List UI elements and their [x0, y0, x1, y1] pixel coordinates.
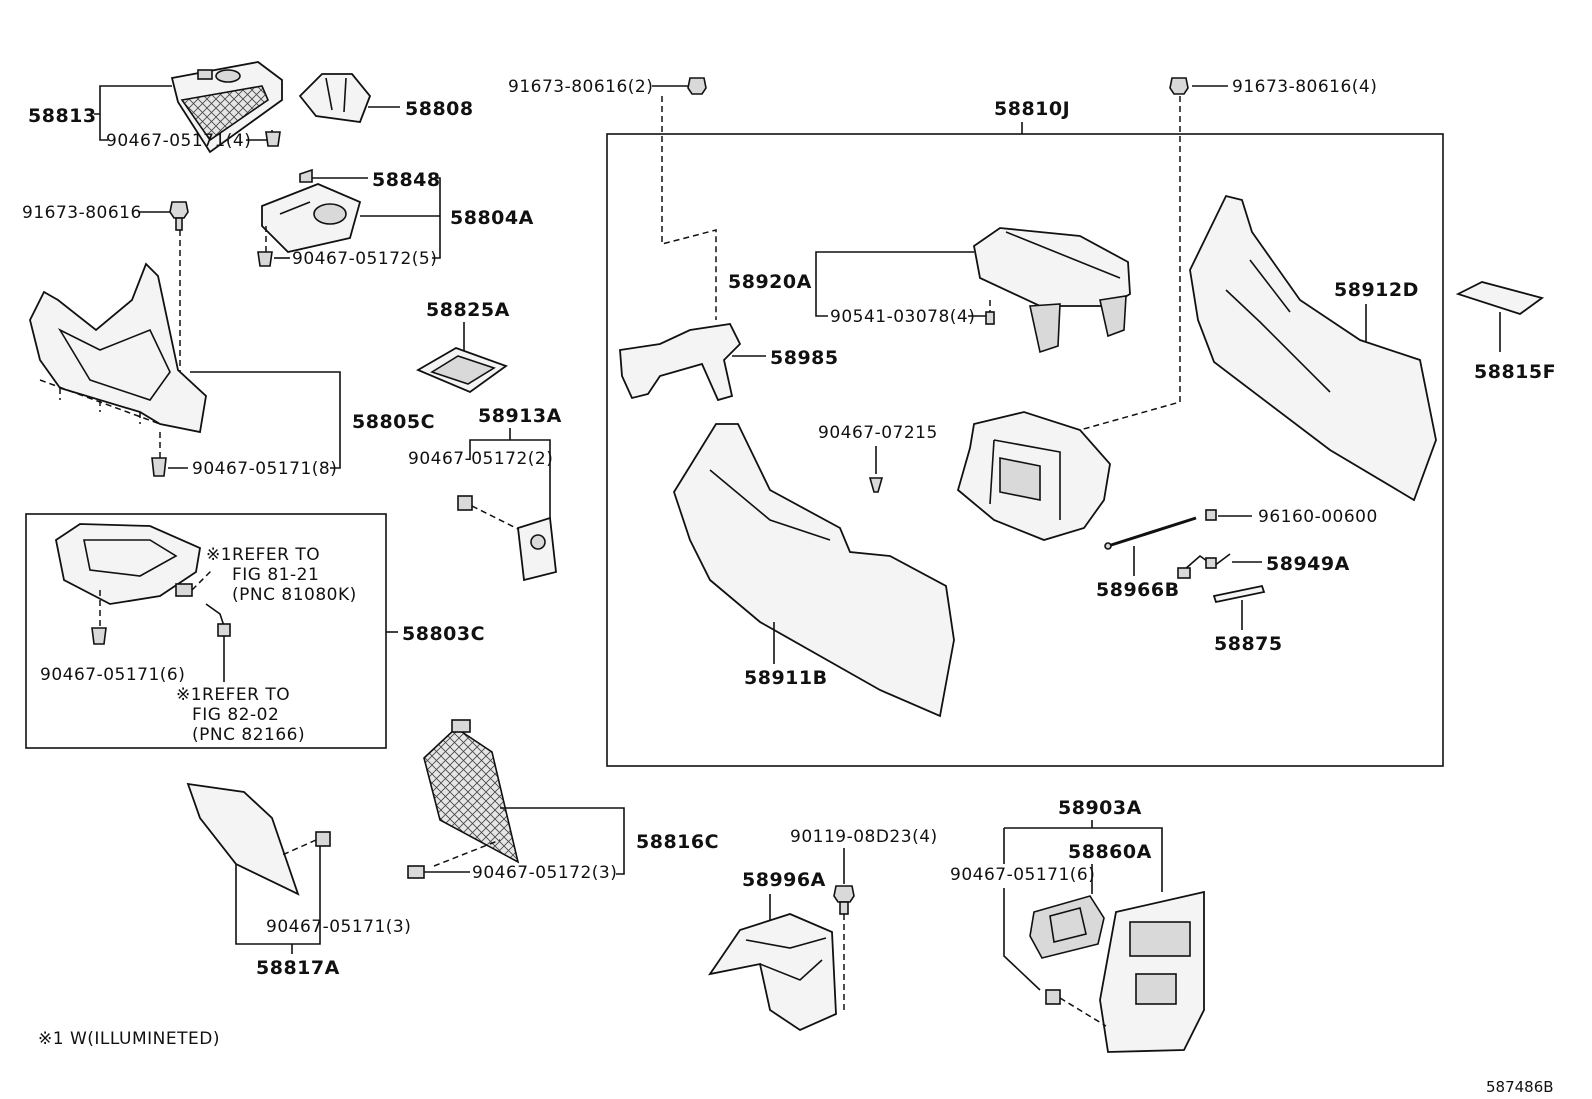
label-90467-07215: 90467-07215	[818, 423, 938, 443]
hinge-bracket-58985	[619, 323, 742, 402]
label-90541-03078-4: 90541-03078(4)	[830, 307, 975, 327]
mat-58815F	[1455, 281, 1545, 315]
label-58817A: 58817A	[256, 957, 340, 979]
shift-boot-58808	[298, 73, 372, 123]
label-58985: 58985	[770, 347, 839, 369]
bolt-icon	[687, 77, 707, 95]
label-90467-05171-3: 90467-05171(3)	[266, 917, 411, 937]
label-58875: 58875	[1214, 633, 1283, 655]
label-91673-80616-2: 91673-80616(2)	[508, 77, 653, 97]
label-58913A: 58913A	[478, 405, 562, 427]
label-58804A: 58804A	[450, 207, 534, 229]
clip-icon	[1205, 509, 1217, 521]
clip-icon	[265, 131, 281, 147]
label-91673-80616-4: 91673-80616(4)	[1232, 77, 1377, 97]
label-58816C: 58816C	[636, 831, 719, 853]
rear-panel-58903A	[1099, 890, 1205, 1053]
ref2-line3: (PNC 82166)	[192, 725, 305, 745]
clip-icon	[315, 831, 331, 847]
clip-icon	[407, 865, 425, 879]
ref1-line1: ※1REFER TO	[206, 545, 320, 565]
label-58808: 58808	[405, 98, 474, 120]
ref1-line3: (PNC 81080K)	[232, 585, 357, 605]
label-58903A: 58903A	[1058, 797, 1142, 819]
side-panel-58912D	[1189, 194, 1437, 502]
label-90467-05171-6b: 90467-05171(6)	[950, 865, 1095, 885]
rod-58966B	[1104, 516, 1197, 550]
label-90467-05172-3: 90467-05172(3)	[472, 863, 617, 883]
label-58912D: 58912D	[1334, 279, 1419, 301]
clip-icon	[1045, 989, 1061, 1005]
clip-icon	[457, 495, 473, 511]
label-90467-05171-6a: 90467-05171(6)	[40, 665, 185, 685]
shift-bezel-58804A	[261, 183, 362, 253]
label-58805C: 58805C	[352, 411, 435, 433]
label-90467-05171-8: 90467-05171(8)	[192, 459, 337, 479]
label-58860A: 58860A	[1068, 841, 1152, 863]
side-panel-58817A	[186, 782, 300, 896]
bracket-58996A	[708, 913, 837, 1032]
label-91673-80616: 91673-80616	[22, 203, 142, 223]
label-58815F: 58815F	[1474, 361, 1556, 383]
box-58810J	[606, 133, 1444, 767]
switch-connector-icon	[175, 583, 193, 597]
footnote: ※1 W(ILLUMINETED)	[38, 1029, 220, 1049]
ref2-line2: FIG 82-02	[192, 705, 279, 725]
clip-icon	[868, 477, 884, 493]
console-upper-panel-58805C	[29, 262, 207, 434]
label-58996A: 58996A	[742, 869, 826, 891]
ref1-line2: FIG 81-21	[232, 565, 319, 585]
label-58803C: 58803C	[402, 623, 485, 645]
clip-icon	[257, 251, 273, 267]
label-58920A: 58920A	[728, 271, 812, 293]
rear-vent-58860A	[1029, 895, 1105, 959]
label-58966B: 58966B	[1096, 579, 1180, 601]
label-58810J: 58810J	[994, 98, 1070, 120]
bolt-icon	[1169, 77, 1189, 95]
label-58825A: 58825A	[426, 299, 510, 321]
bolt-icon	[169, 201, 189, 231]
upper-console-panel-58813	[170, 61, 283, 154]
label-90467-05171-4: 90467-05171(4)	[106, 131, 251, 151]
spring-58949A	[1177, 553, 1231, 579]
figure-code: 587486B	[1486, 1078, 1554, 1096]
console-panel-58803C	[54, 523, 202, 605]
label-90467-05172-2: 90467-05172(2)	[408, 449, 553, 469]
label-58911B: 58911B	[744, 667, 828, 689]
switch-base-58913A	[517, 516, 557, 582]
ref2-line1: ※1REFER TO	[176, 685, 290, 705]
label-96160-00600: 96160-00600	[1258, 507, 1378, 527]
label-90467-05172-5: 90467-05172(5)	[292, 249, 437, 269]
label-58949A: 58949A	[1266, 553, 1350, 575]
clip-icon	[151, 457, 167, 477]
clip-icon	[91, 627, 107, 645]
wire-connector-icon	[205, 603, 231, 637]
bolt-icon	[833, 885, 855, 915]
clip-icon	[299, 168, 313, 183]
box-58803C	[25, 513, 387, 749]
mat-tray-58825A	[415, 347, 508, 394]
label-90119-08D23-4: 90119-08D23(4)	[790, 827, 938, 847]
side-panel-58911B	[673, 423, 955, 718]
strip-58875	[1212, 584, 1266, 604]
label-58813: 58813	[28, 105, 97, 127]
armrest-lid-58920A	[973, 227, 1131, 354]
screw-icon	[985, 311, 995, 325]
side-panel-58816C	[423, 719, 520, 864]
console-box	[956, 411, 1111, 541]
label-58848: 58848	[372, 169, 441, 191]
